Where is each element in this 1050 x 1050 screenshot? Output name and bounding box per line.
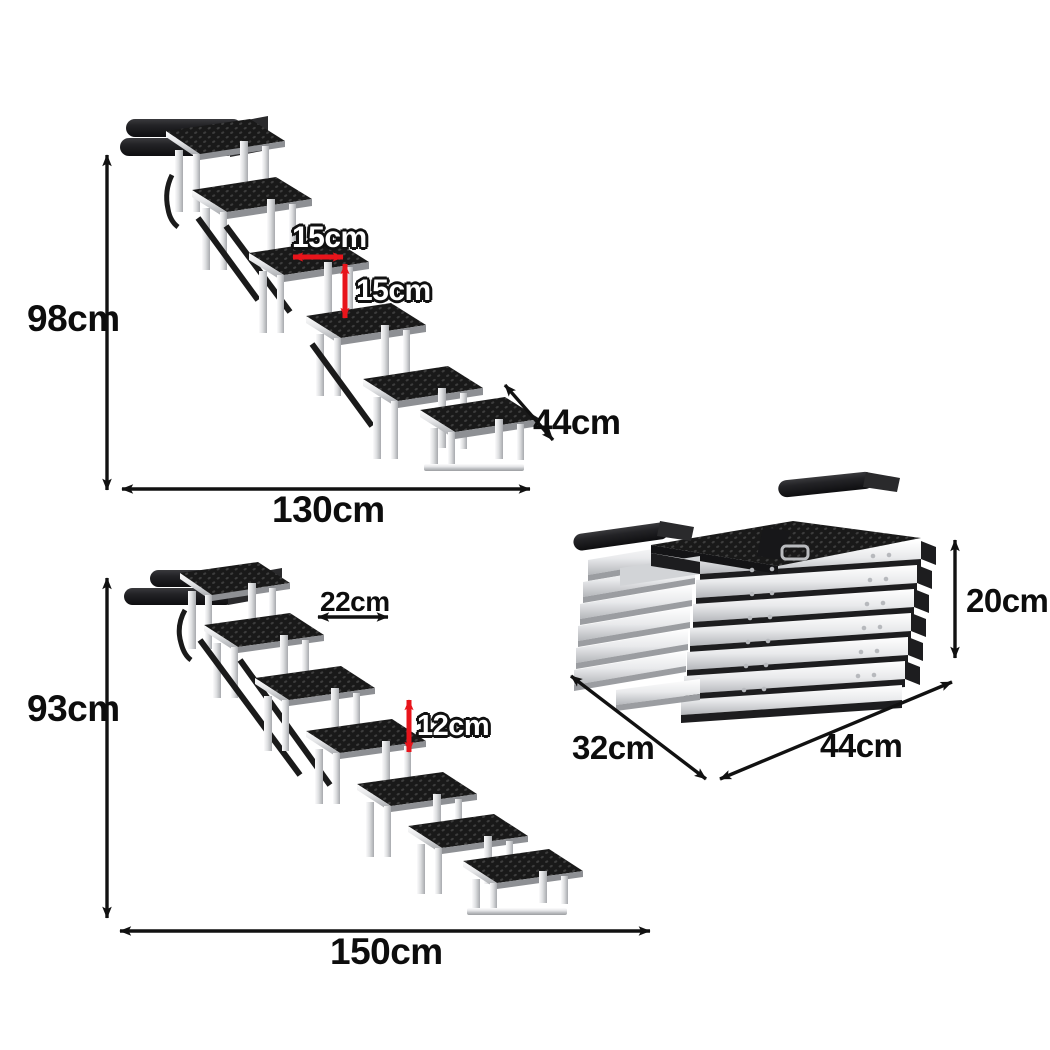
dimension-label-32cm: 32cm	[572, 729, 655, 766]
steep-open-illustration	[120, 116, 540, 471]
carry-strap	[757, 527, 810, 561]
dimension-label-22cm: 22cm	[320, 586, 390, 617]
dimline-44cm-stack	[719, 680, 953, 781]
dimension-label-98cm: 98cm	[27, 298, 120, 339]
dimension-label-riser-12cm: 12cm	[415, 710, 492, 743]
stack-handle-top	[778, 471, 900, 498]
steep-open-highlight-lines	[292, 252, 350, 319]
stack-front-slabs	[681, 541, 936, 723]
stack-handle-left	[573, 521, 694, 551]
dimension-label-tread-15cm: 15cm	[290, 221, 369, 255]
step-1	[166, 119, 285, 160]
dimension-label-44cm-stack: 44cm	[820, 727, 903, 764]
dimension-label-130cm: 130cm	[272, 489, 385, 530]
dimline-32cm	[569, 674, 708, 781]
dimension-label-riser-15cm: 15cm	[354, 274, 433, 308]
dimline-44cm	[503, 383, 555, 442]
dimension-label-44cm: 44cm	[533, 403, 621, 442]
shallow-open-dimension-lines	[102, 577, 651, 936]
dimension-label-150cm: 150cm	[330, 931, 443, 972]
folded-stack-dimension-lines	[569, 539, 960, 781]
steep-open-dimension-lines	[102, 154, 555, 494]
dimension-label-20cm: 20cm	[966, 582, 1049, 619]
dimension-label-93cm: 93cm	[27, 688, 120, 729]
shallow-open-illustration	[124, 562, 583, 915]
folded-stack-illustration	[573, 471, 936, 723]
